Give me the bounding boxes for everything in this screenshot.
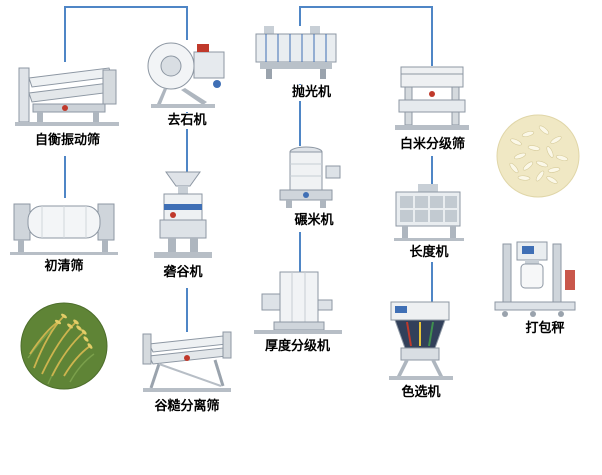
white-rice-photo-icon — [496, 114, 580, 198]
machine-label: 砻谷机 — [161, 265, 205, 281]
node-pre-cleaning-screen: 初清筛 — [8, 196, 120, 275]
node-paddy-husker: 砻谷机 — [143, 170, 223, 281]
machine-label: 谷糙分离筛 — [152, 399, 222, 415]
connector-polisher-up — [299, 6, 301, 26]
connector-top-left-horizontal — [64, 6, 188, 8]
node-thickness-grader: 厚度分级机 — [250, 270, 345, 355]
node-rice-whitener: 碾米机 — [258, 144, 358, 229]
connector-whitener-to-thickness-grader — [299, 232, 301, 272]
paddy-plant-photo — [20, 302, 108, 390]
node-paddy-separator-screen: 谷糙分离筛 — [133, 330, 241, 415]
rice-whitener-machine-icon — [279, 146, 341, 208]
connector-top-right-horizontal — [299, 6, 433, 8]
color-sorter-machine-icon — [389, 301, 453, 380]
machine-label: 去石机 — [165, 113, 209, 129]
husker-machine-icon — [154, 171, 212, 258]
thickness-grader-machine-icon — [253, 271, 342, 334]
white-rice-photo — [496, 114, 580, 198]
node-polisher: 抛光机 — [248, 24, 343, 101]
length-grader-machine-icon — [394, 184, 464, 241]
machine-label: 打包秤 — [523, 321, 567, 337]
connector-precleaner-to-vibrating-screen — [64, 156, 66, 198]
machine-label: 白米分级筛 — [397, 137, 467, 153]
polisher-machine-icon — [255, 26, 336, 79]
node-self-balancing-vibrating-screen: 自衡振动筛 — [10, 60, 125, 149]
machine-label: 抛光机 — [289, 85, 333, 101]
machine-label: 自衡振动筛 — [32, 133, 102, 149]
machine-label: 初清筛 — [42, 259, 86, 275]
node-packing-scale: 打包秤 — [486, 240, 584, 337]
machine-label: 色选机 — [399, 385, 443, 401]
connector-down-to-white-rice-grader — [431, 6, 433, 66]
node-destoner: 去石机 — [133, 38, 241, 129]
connector-destoner-to-husker — [186, 112, 188, 172]
vibrating-screen-machine-icon — [14, 67, 119, 126]
pre-cleaner-machine-icon — [10, 203, 118, 255]
connector-grader-to-length-grader — [431, 156, 433, 184]
machine-label: 厚度分级机 — [262, 339, 332, 355]
node-color-sorter: 色选机 — [376, 300, 466, 401]
packing-scale-machine-icon — [494, 241, 576, 317]
paddy-separator-machine-icon — [142, 331, 232, 392]
machine-label: 碾米机 — [292, 213, 336, 229]
connector-vibrating-screen-up — [64, 6, 66, 62]
destoner-machine-icon — [147, 42, 225, 108]
connector-whitener-to-polisher — [299, 84, 301, 146]
paddy-plant-photo-icon — [20, 302, 108, 390]
node-white-rice-grading-screen: 白米分级筛 — [385, 64, 480, 153]
connector-length-grader-to-color-sorter — [431, 262, 433, 302]
connector-husker-to-separator — [186, 288, 188, 332]
white-rice-grader-machine-icon — [394, 66, 469, 130]
machine-label: 长度机 — [407, 245, 451, 261]
node-length-grader: 长度机 — [386, 182, 472, 261]
connector-down-to-destoner — [186, 6, 188, 40]
